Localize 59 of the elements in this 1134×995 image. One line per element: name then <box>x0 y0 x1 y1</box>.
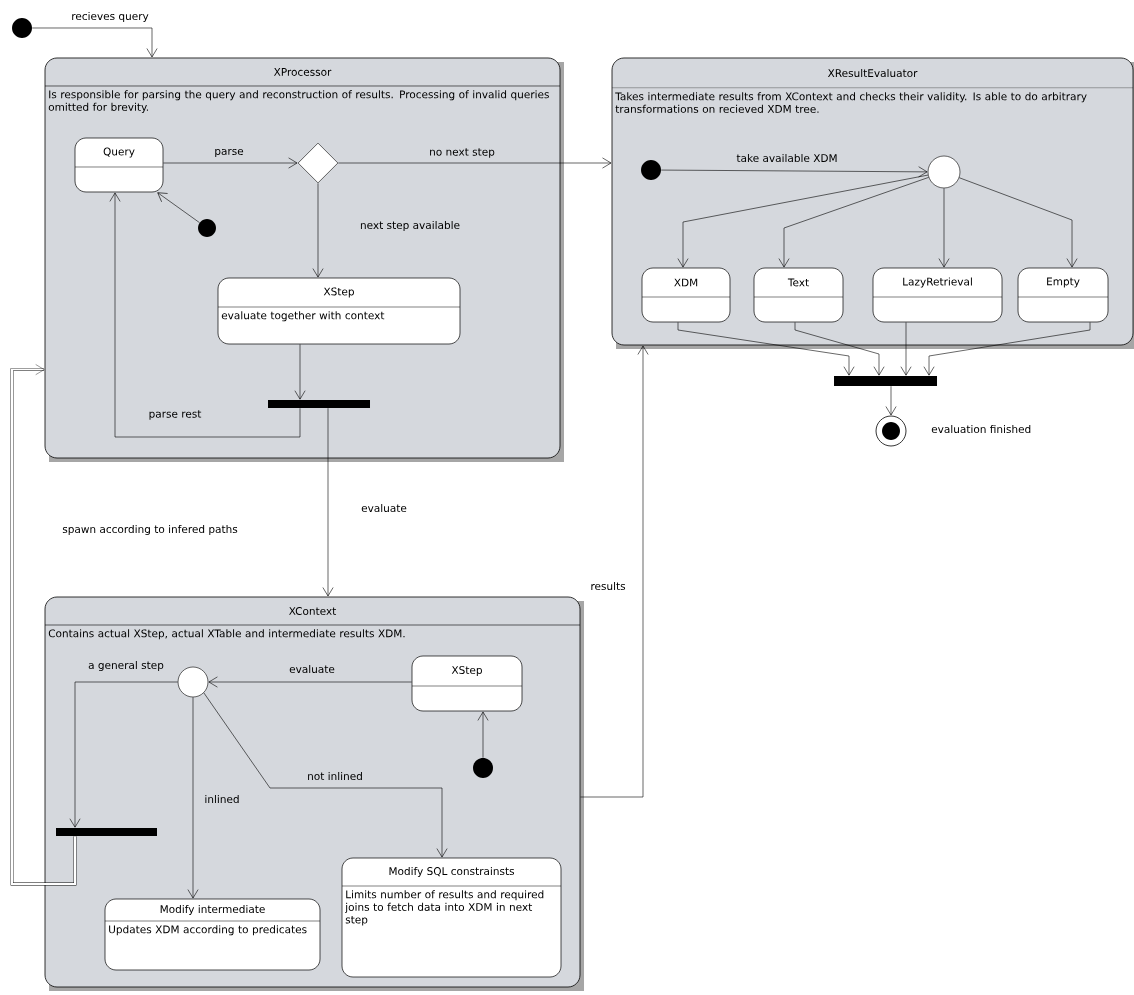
transition-arrow <box>203 692 448 858</box>
edge-label: recieves query <box>72 11 149 23</box>
edge-label: spawn according to infered paths <box>62 524 238 536</box>
edge-label: evaluate <box>289 664 335 674</box>
transition-arrow <box>157 192 200 223</box>
transition-arrow <box>10 364 77 886</box>
transition-arrow <box>294 344 306 400</box>
transition-arrow <box>938 188 950 268</box>
edge-label: take available XDM <box>736 153 837 163</box>
transition-arrow <box>312 183 324 278</box>
state-box: LazyRetrieval <box>872 267 1003 323</box>
state-box: Query <box>74 137 164 193</box>
sync-bar <box>268 400 370 408</box>
edge-label: parse <box>215 148 244 158</box>
final-state-symbol <box>875 415 907 447</box>
sync-bar <box>56 828 157 836</box>
transition-arrow <box>580 345 649 798</box>
transition-arrow <box>900 322 912 376</box>
edge-label: no next step <box>430 148 495 158</box>
edge-label: next step available <box>360 220 460 232</box>
transition-arrow <box>677 322 855 376</box>
transition-arrow <box>338 157 612 169</box>
edge-label: results <box>591 581 626 591</box>
choice-circle <box>927 155 961 189</box>
initial-state-dot <box>641 160 661 180</box>
sync-bar <box>834 376 937 386</box>
state-box: XStep <box>411 655 523 712</box>
transition-arrow <box>923 322 1091 376</box>
transition-arrow <box>163 157 298 169</box>
transition-arrow <box>794 322 885 376</box>
initial-state-dot <box>12 18 32 38</box>
transition-arrow <box>477 711 489 759</box>
transition-arrow <box>109 192 301 438</box>
transition-arrow <box>322 407 334 597</box>
transition-arrow <box>69 681 178 828</box>
transition-arrow <box>187 697 199 899</box>
transition-arrow <box>31 27 158 58</box>
state-box: XDM <box>641 267 731 323</box>
transition-arrow <box>677 174 929 268</box>
state-box: Text <box>753 267 844 323</box>
transition-arrow <box>885 385 897 416</box>
edge-label: inlined <box>205 794 239 804</box>
edge-label: evaluate <box>361 503 407 513</box>
transition-arrow <box>959 177 1078 268</box>
transition-arrow <box>208 676 412 688</box>
edge-label: parse rest <box>149 410 202 420</box>
state-box: Modify intermediate Updates XDM according to predicates <box>104 898 321 971</box>
state-caption: evaluation finished <box>931 424 1031 434</box>
state-box: Modify SQL constrainsts Limits number of results and required joins to fetch data into XDM in next step <box>341 857 562 978</box>
edge-label: not inlined <box>308 771 362 781</box>
state-box: XStep evaluate together with context <box>217 277 461 345</box>
transition-arrow <box>778 177 929 268</box>
initial-state-dot <box>473 758 493 778</box>
choice-circle <box>177 666 209 698</box>
edge-label: a general step <box>88 660 164 672</box>
initial-state-dot <box>198 219 216 237</box>
state-box: Empty <box>1017 267 1109 323</box>
transition-arrow <box>660 166 928 178</box>
decision-diamond <box>297 142 339 184</box>
